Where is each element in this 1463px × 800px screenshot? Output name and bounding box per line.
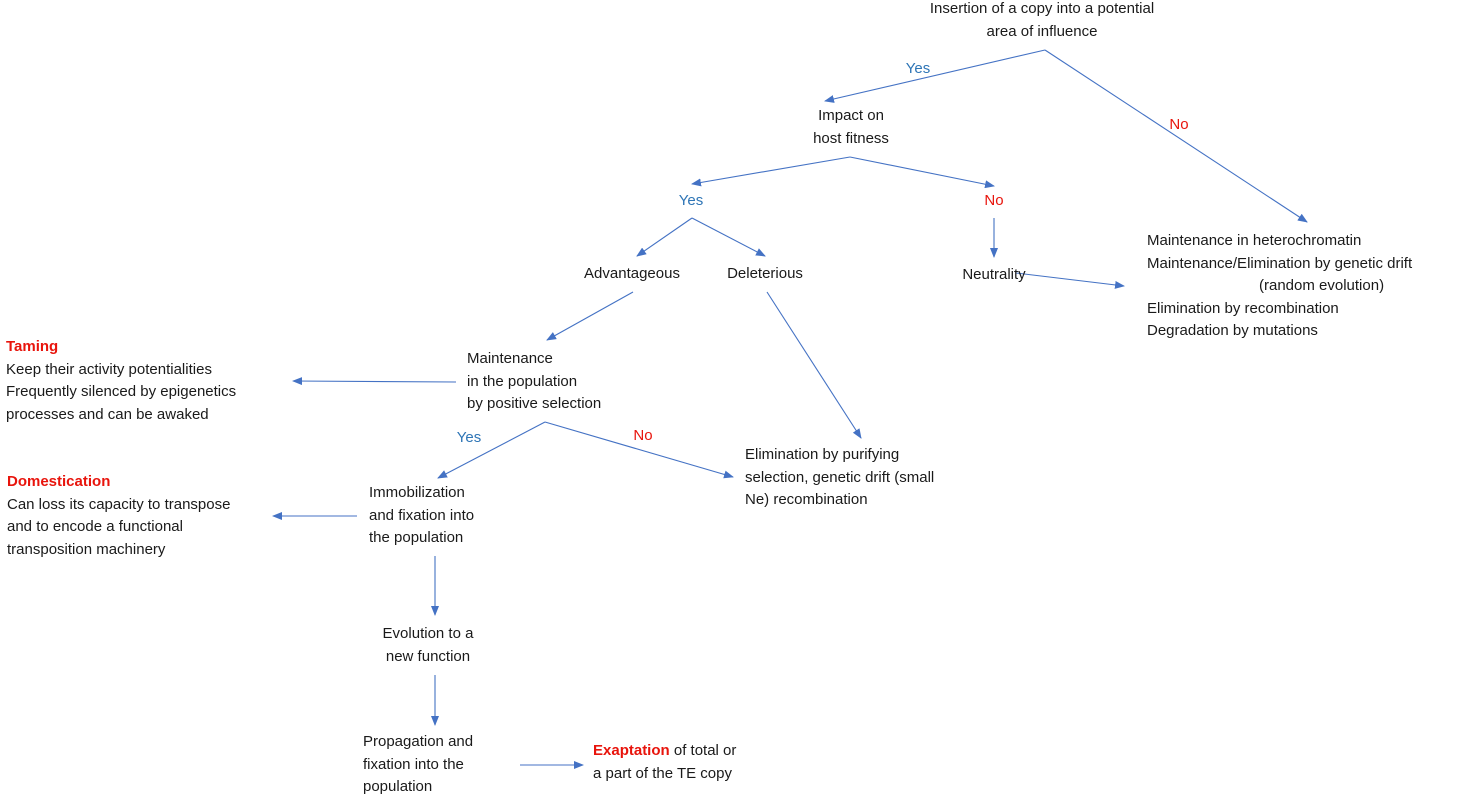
- node-deleterious: Deleterious: [727, 265, 803, 282]
- node-taming: Taming Keep their activity potentialitie…: [6, 338, 237, 423]
- node-impact-on-host-fitness: Impact on host fitness: [813, 107, 889, 147]
- arrow-impact-to-yes: [691, 156, 851, 187]
- domestication-title: Domestication: [7, 473, 111, 490]
- arrow-insertion-to-impact: [824, 49, 1046, 103]
- arrow-maintenance-to-immobilization: [437, 421, 546, 479]
- arrow-advantageous-to-maintenance: [546, 291, 634, 341]
- branch-label-no-2: No: [984, 192, 1004, 209]
- node-propagation: Propagation and fixation into the popula…: [363, 733, 474, 795]
- node-exaptation: Exaptation of total or a part of the TE …: [593, 742, 737, 782]
- arrow-maintenance-to-taming: [292, 377, 457, 386]
- arrow-yes-to-deleterious: [691, 217, 766, 257]
- node-immobilization: Immobilization and fixation into the pop…: [369, 484, 475, 546]
- node-insertion: Insertion of a copy into a potential are…: [929, 0, 1155, 40]
- node-domestication: Domestication Can loss its capacity to t…: [7, 473, 231, 558]
- exaptation-title: Exaptation: [593, 742, 670, 759]
- node-elimination-purifying: Elimination by purifying selection, gene…: [745, 446, 935, 508]
- node-maintenance-list: Maintenance in heterochromatin Maintenan…: [1147, 232, 1413, 339]
- branch-label-yes-2: Yes: [678, 192, 704, 209]
- arrow-maintenance-to-elimination: [544, 421, 734, 479]
- arrow-neutrality-to-maintenance-list: [1015, 272, 1125, 289]
- node-advantageous: Advantageous: [584, 265, 680, 282]
- arrows: [272, 49, 1308, 769]
- taming-title: Taming: [6, 338, 59, 355]
- node-evolution: Evolution to a new function: [382, 625, 474, 665]
- node-neutrality: Neutrality: [962, 266, 1026, 283]
- branch-label-yes-3: Yes: [456, 429, 482, 446]
- arrow-insertion-to-maintenance-list: [1044, 49, 1308, 223]
- branch-label-no-3: No: [633, 427, 653, 444]
- arrow-deleterious-to-elimination: [766, 291, 862, 439]
- arrow-yes-to-advantageous: [636, 217, 693, 257]
- arrow-impact-to-no: [849, 156, 995, 189]
- node-maintenance-positive-selection: Maintenance in the population by positiv…: [467, 350, 602, 412]
- branch-label-no-1: No: [1169, 116, 1189, 133]
- branch-label-yes-1: Yes: [905, 60, 931, 77]
